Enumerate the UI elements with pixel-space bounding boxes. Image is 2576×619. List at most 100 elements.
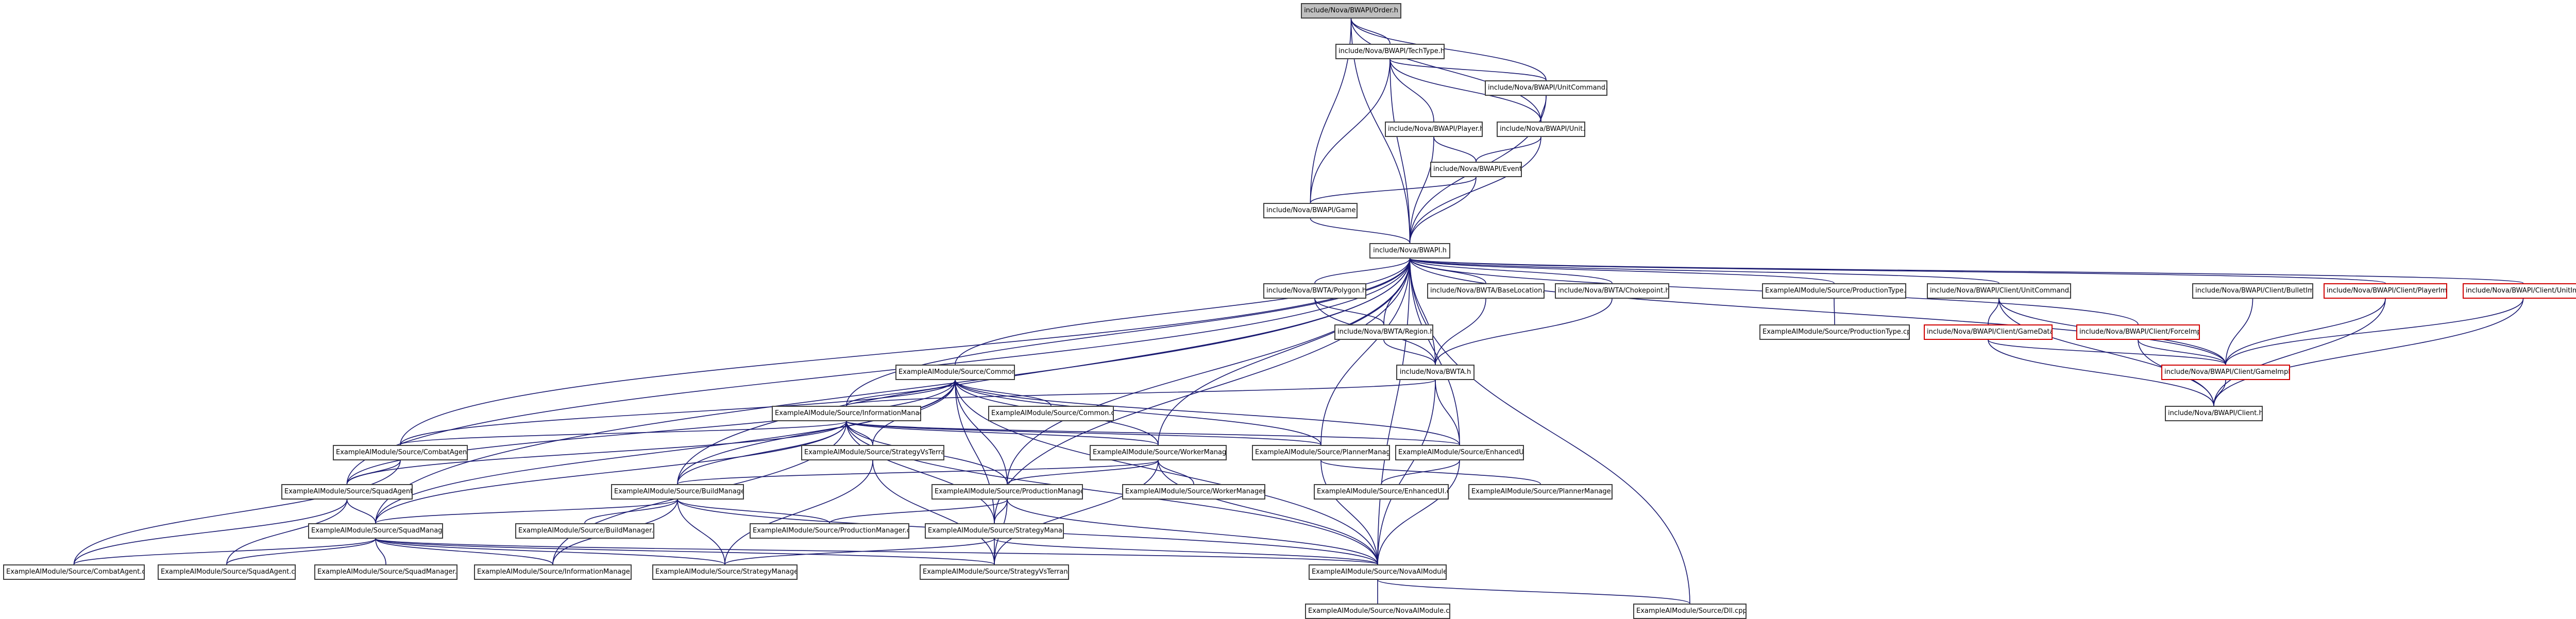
- node-common-h[interactable]: ExampleAIModule/Source/Common.h: [895, 365, 1015, 380]
- node-common-cpp[interactable]: ExampleAIModule/Source/Common.cpp: [988, 406, 1114, 421]
- node-squadmanager-h[interactable]: ExampleAIModule/Source/SquadManager.h: [308, 523, 443, 539]
- edge-workermanager_h-to-buildmanager_h: [677, 460, 1159, 485]
- edge-client_gamedata-to-client_gameimpl: [1988, 339, 2226, 365]
- edge-strategymanager_h-to-strategymanager_cpp: [724, 538, 995, 565]
- node-client-unitimpl-h[interactable]: include/Nova/BWAPI/Client/UnitImpl.h: [2463, 283, 2576, 299]
- node-strategymanager-cpp[interactable]: ExampleAIModule/Source/StrategyManager.c…: [652, 564, 798, 580]
- edge-client_gameimpl-to-client_h: [2213, 380, 2226, 406]
- edge-polygon-to-region: [1314, 298, 1384, 325]
- edge-squadmanager_h-to-strategyvsterran_cpp: [375, 538, 995, 565]
- edge-informationmanager_h-to-workermanager_h: [846, 421, 1159, 445]
- node-informationmanager-h[interactable]: ExampleAIModule/Source/InformationManage…: [772, 406, 921, 421]
- edge-buildmanager_h-to-buildmanager_cpp: [584, 499, 678, 524]
- edge-bwta-to-novaaimodule_h: [1377, 380, 1436, 565]
- node-game-h[interactable]: include/Nova/BWAPI/Game.h: [1263, 203, 1358, 218]
- node-buildmanager-h[interactable]: ExampleAIModule/Source/BuildManager.h: [611, 484, 744, 500]
- node-squadagent-h[interactable]: ExampleAIModule/Source/SquadAgent.h: [281, 484, 413, 500]
- edge-buildmanager_h-to-strategymanager_cpp: [677, 499, 725, 565]
- edge-techtype-to-unit: [1389, 59, 1541, 122]
- node-techtype-h[interactable]: include/Nova/BWAPI/TechType.h: [1335, 44, 1445, 59]
- edge-order-to-unitcommand: [1350, 18, 1547, 81]
- node-unit-h[interactable]: include/Nova/BWAPI/Unit.h: [1497, 122, 1585, 137]
- edge-bwapi-to-productiontype_h: [1409, 258, 1835, 284]
- node-client-bulletimpl-h[interactable]: include/Nova/BWAPI/Client/BulletImpl.h: [2192, 283, 2313, 299]
- node-player-h[interactable]: include/Nova/BWAPI/Player.h: [1385, 122, 1483, 137]
- edge-plannermanager_h-to-plannermanager_cpp: [1320, 460, 1541, 485]
- edge-order-to-bwapi: [1350, 18, 1411, 244]
- edge-bwapi-to-plannermanager_h: [1320, 258, 1411, 445]
- edge-order-to-unit: [1350, 18, 1541, 122]
- edge-chokepoint-to-bwta: [1435, 298, 1613, 365]
- edge-client_playerimpl-to-client_gameimpl: [2225, 298, 2386, 365]
- edge-squadagent_h-to-squadmanager_h: [346, 499, 376, 524]
- edge-bwapi-to-productionmanager_h: [1007, 258, 1411, 485]
- edge-bwapi-to-client_gameimpl: [1409, 258, 2226, 365]
- node-squadagent-cpp[interactable]: ExampleAIModule/Source/SquadAgent.cpp: [158, 564, 296, 580]
- node-client-h[interactable]: include/Nova/BWAPI/Client.h: [2165, 406, 2263, 421]
- node-buildmanager-cpp[interactable]: ExampleAIModule/Source/BuildManager.cpp: [515, 523, 654, 539]
- edge-unit-to-event: [1476, 136, 1541, 162]
- node-client-playerimpl-h[interactable]: include/Nova/BWAPI/Client/PlayerImpl.h: [2324, 283, 2447, 299]
- node-strategymanager-h[interactable]: ExampleAIModule/Source/StrategyManager.h: [925, 523, 1064, 539]
- node-strategyvsterran-h[interactable]: ExampleAIModule/Source/StrategyVsTerran.…: [801, 445, 944, 460]
- node-productionmanager-cpp[interactable]: ExampleAIModule/Source/ProductionManager…: [750, 523, 909, 539]
- edge-common_h-to-novaaimodule_h: [955, 380, 1378, 565]
- node-workermanager-cpp[interactable]: ExampleAIModule/Source/WorkerManager.cpp: [1122, 484, 1265, 500]
- node-bwta-chokepoint-h[interactable]: include/Nova/BWTA/Chokepoint.h: [1555, 283, 1669, 299]
- edge-buildmanager_h-to-squadmanager_h: [375, 499, 678, 524]
- edge-enhancedui_h-to-novaaimodule_h: [1377, 460, 1460, 565]
- node-client-gameimpl-h[interactable]: include/Nova/BWAPI/Client/GameImpl.h: [2161, 365, 2290, 380]
- edge-informationmanager_h-to-squadmanager_h: [375, 421, 847, 524]
- node-client-gamedata-h[interactable]: include/Nova/BWAPI/Client/GameData.h: [1924, 324, 2053, 340]
- node-bwta-baselocation-h[interactable]: include/Nova/BWTA/BaseLocation.h: [1427, 283, 1545, 299]
- node-strategyvsterran-cpp[interactable]: ExampleAIModule/Source/StrategyVsTerran.…: [920, 564, 1069, 580]
- edge-bwapi-to-client_playerimpl: [1409, 258, 2386, 284]
- node-workermanager-h[interactable]: ExampleAIModule/Source/WorkerManager.h: [1090, 445, 1227, 460]
- edge-client_forceimpl-to-client_gameimpl: [2138, 339, 2226, 365]
- edge-strategymanager_h-to-novaaimodule_h: [994, 538, 1378, 565]
- edge-informationmanager_h-to-combatagent_h: [400, 421, 847, 445]
- node-bwapi-h[interactable]: include/Nova/BWAPI.h: [1369, 243, 1450, 259]
- node-novaaimodule-h[interactable]: ExampleAIModule/Source/NovaAIModule.h: [1309, 564, 1447, 580]
- edge-client_unitimpl-to-client_h: [2213, 298, 2524, 406]
- node-informationmanager-cpp[interactable]: ExampleAIModule/Source/InformationManage…: [474, 564, 632, 580]
- edge-client_gamedata-to-client_h: [1988, 339, 2214, 406]
- edge-bwapi-to-squadagent_h: [346, 258, 1411, 485]
- node-productiontype-h[interactable]: ExampleAIModule/Source/ProductionType.h: [1762, 283, 1906, 299]
- edge-client_unitcommand-to-client_gamedata: [1988, 298, 1999, 325]
- node-squadmanager-cpp[interactable]: ExampleAIModule/Source/SquadManager.cpp: [314, 564, 457, 580]
- node-plannermanager-h[interactable]: ExampleAIModule/Source/PlannerManager.h: [1252, 445, 1390, 460]
- edge-strategyvsterran_h-to-strategyvsterran_cpp: [872, 460, 995, 565]
- node-event-h[interactable]: include/Nova/BWAPI/Event.h: [1430, 162, 1522, 177]
- edge-squadagent_h-to-squadagent_cpp: [226, 499, 348, 565]
- node-enhancedui-h[interactable]: ExampleAIModule/Source/EnhancedUI.h: [1395, 445, 1524, 460]
- edge-bwta-to-informationmanager_h: [846, 380, 1436, 406]
- node-unitcommand-h[interactable]: include/Nova/BWAPI/UnitCommand.h: [1485, 80, 1607, 96]
- edge-techtype-to-unitcommand: [1389, 59, 1547, 81]
- node-client-unitcommand-h[interactable]: include/Nova/BWAPI/Client/UnitCommand.h: [1927, 283, 2071, 299]
- node-dll-cpp[interactable]: ExampleAIModule/Source/Dll.cpp: [1633, 604, 1747, 619]
- edge-order-to-techtype: [1350, 18, 1391, 44]
- node-novaaimodule-cpp[interactable]: ExampleAIModule/Source/NovaAIModule.cpp: [1305, 604, 1450, 619]
- node-plannermanager-cpp[interactable]: ExampleAIModule/Source/PlannerManager.cp…: [1468, 484, 1613, 500]
- node-productionmanager-h[interactable]: ExampleAIModule/Source/ProductionManager…: [931, 484, 1083, 500]
- edge-player-to-event: [1433, 136, 1477, 162]
- node-productiontype-cpp[interactable]: ExampleAIModule/Source/ProductionType.cp…: [1759, 324, 1910, 340]
- edge-game-to-bwapi: [1310, 218, 1411, 244]
- edge-bwapi-to-chokepoint: [1409, 258, 1613, 284]
- edge-bwapi-to-informationmanager_h: [846, 258, 1411, 406]
- node-bwta-region-h[interactable]: include/Nova/BWTA/Region.h: [1334, 324, 1433, 340]
- node-client-forceimpl-h[interactable]: include/Nova/BWAPI/Client/ForceImpl.h: [2076, 324, 2200, 340]
- edge-bwapi-to-bwta: [1409, 258, 1436, 365]
- node-combatagent-cpp[interactable]: ExampleAIModule/Source/CombatAgent.cpp: [3, 564, 145, 580]
- edge-strategyvsterran_h-to-strategymanager_cpp: [724, 460, 873, 565]
- node-bwta-h[interactable]: include/Nova/BWTA.h: [1396, 365, 1475, 380]
- edge-informationmanager_h-to-plannermanager_h: [846, 421, 1321, 445]
- node-combatagent-h[interactable]: ExampleAIModule/Source/CombatAgent.h: [333, 445, 468, 460]
- node-enhancedui-cpp[interactable]: ExampleAIModule/Source/EnhancedUI.cpp: [1314, 484, 1449, 500]
- node-order-h[interactable]: include/Nova/BWAPI/Order.h: [1301, 3, 1401, 19]
- edge-client_unitimpl-to-client_gameimpl: [2225, 298, 2524, 365]
- edge-event-to-bwapi: [1409, 177, 1477, 244]
- node-bwta-polygon-h[interactable]: include/Nova/BWTA/Polygon.h: [1263, 283, 1366, 299]
